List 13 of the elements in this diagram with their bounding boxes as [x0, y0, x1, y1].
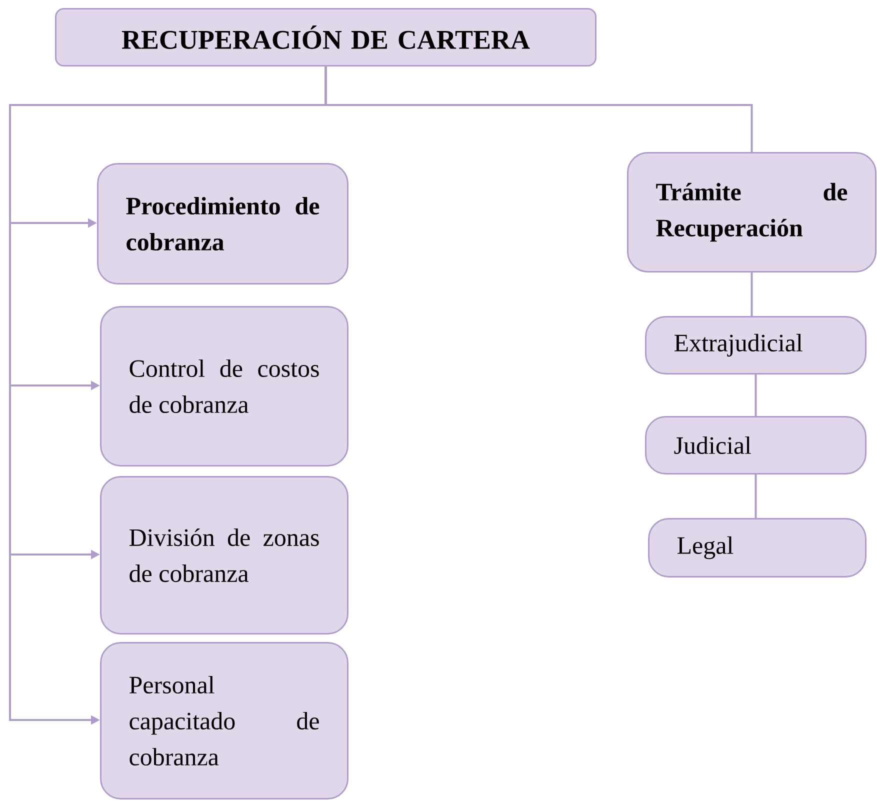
item-box: División de zonas de cobranza [100, 476, 348, 634]
item-box: Legal [648, 518, 866, 578]
connector [750, 272, 753, 316]
connector [324, 66, 753, 152]
item-box: Judicial [645, 416, 866, 474]
title-box: RECUPERACIÓN DE CARTERA [55, 8, 596, 66]
item-box: Personal capacitado de cobranza [100, 642, 348, 800]
item-box: Control de costos de cobranza [100, 306, 348, 466]
category-box: Trámite de Recuperación [627, 152, 876, 272]
category-box: Procedimiento de cobranza [97, 163, 348, 284]
connector [754, 374, 757, 416]
item-box: Extrajudicial [645, 316, 866, 374]
connector [754, 474, 757, 518]
